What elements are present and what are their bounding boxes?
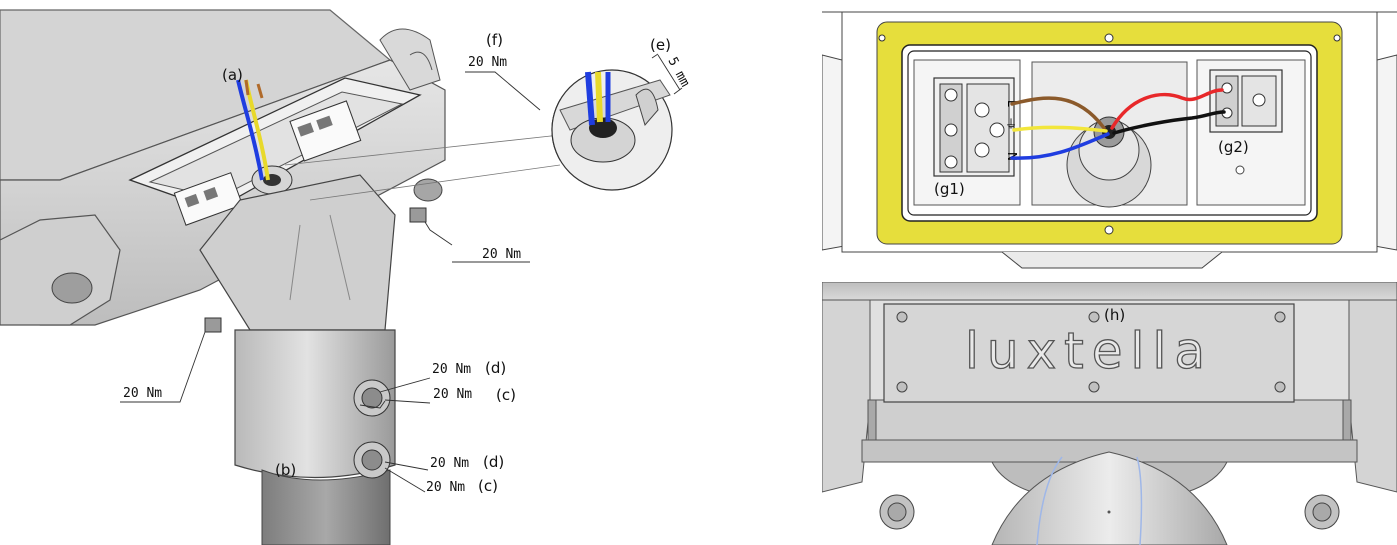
label-f: (f) — [486, 31, 503, 49]
mounting-bracket — [199, 174, 427, 545]
terminal-compartment — [128, 77, 422, 226]
wiring-terminal-diagram: L ⏚ N (g1) (g2) — [822, 0, 1397, 270]
bracket-assembly-diagram: (a) (f) 20 Nm 20 Nm 20 Nm 20 Nm (d) 20 N… — [0, 0, 560, 545]
label-d-top: (d) — [485, 359, 506, 377]
label-c-bottom: (c) — [478, 477, 498, 495]
wire-yellow — [1012, 125, 1108, 133]
nameplate-diagram: luxtella (h) — [822, 282, 1397, 545]
wires — [1010, 88, 1226, 160]
torque-left-bracket: 20 Nm — [123, 386, 162, 401]
torque-d-bottom: 20 Nm — [430, 456, 469, 471]
torque-f: 20 Nm — [468, 55, 507, 70]
terminal-mark-earth: ⏚ — [1005, 117, 1017, 131]
leader-lines — [120, 71, 541, 493]
nameplate: luxtella — [883, 303, 1295, 403]
label-g2: (g2) — [1218, 138, 1249, 156]
bolt-left — [879, 494, 915, 530]
label-d-bottom: (d) — [483, 453, 504, 471]
terminal-block-g2 — [1209, 69, 1283, 133]
torque-right-bracket: 20 Nm — [482, 247, 521, 262]
label-g1: (g1) — [934, 180, 965, 198]
wire-brown — [1010, 96, 1106, 130]
wire-black — [1112, 110, 1226, 135]
bolt-right — [1304, 494, 1340, 530]
torque-d-top: 20 Nm — [432, 362, 471, 377]
torque-c-top: 20 Nm — [433, 387, 472, 402]
label-b: (b) — [275, 461, 296, 479]
wire-red — [1110, 88, 1224, 130]
torque-c-bottom: 20 Nm — [426, 480, 465, 495]
label-h: (h) — [1104, 306, 1125, 324]
brand-logo: luxtella — [965, 322, 1213, 380]
label-e: (e) — [650, 36, 671, 54]
terminal-block-g1: L ⏚ N — [933, 77, 1019, 177]
label-a: (a) — [222, 66, 243, 84]
label-c-top: (c) — [496, 386, 516, 404]
wire-blue — [1010, 132, 1110, 160]
detail-overlay: (e) 5 mm — [540, 0, 700, 200]
